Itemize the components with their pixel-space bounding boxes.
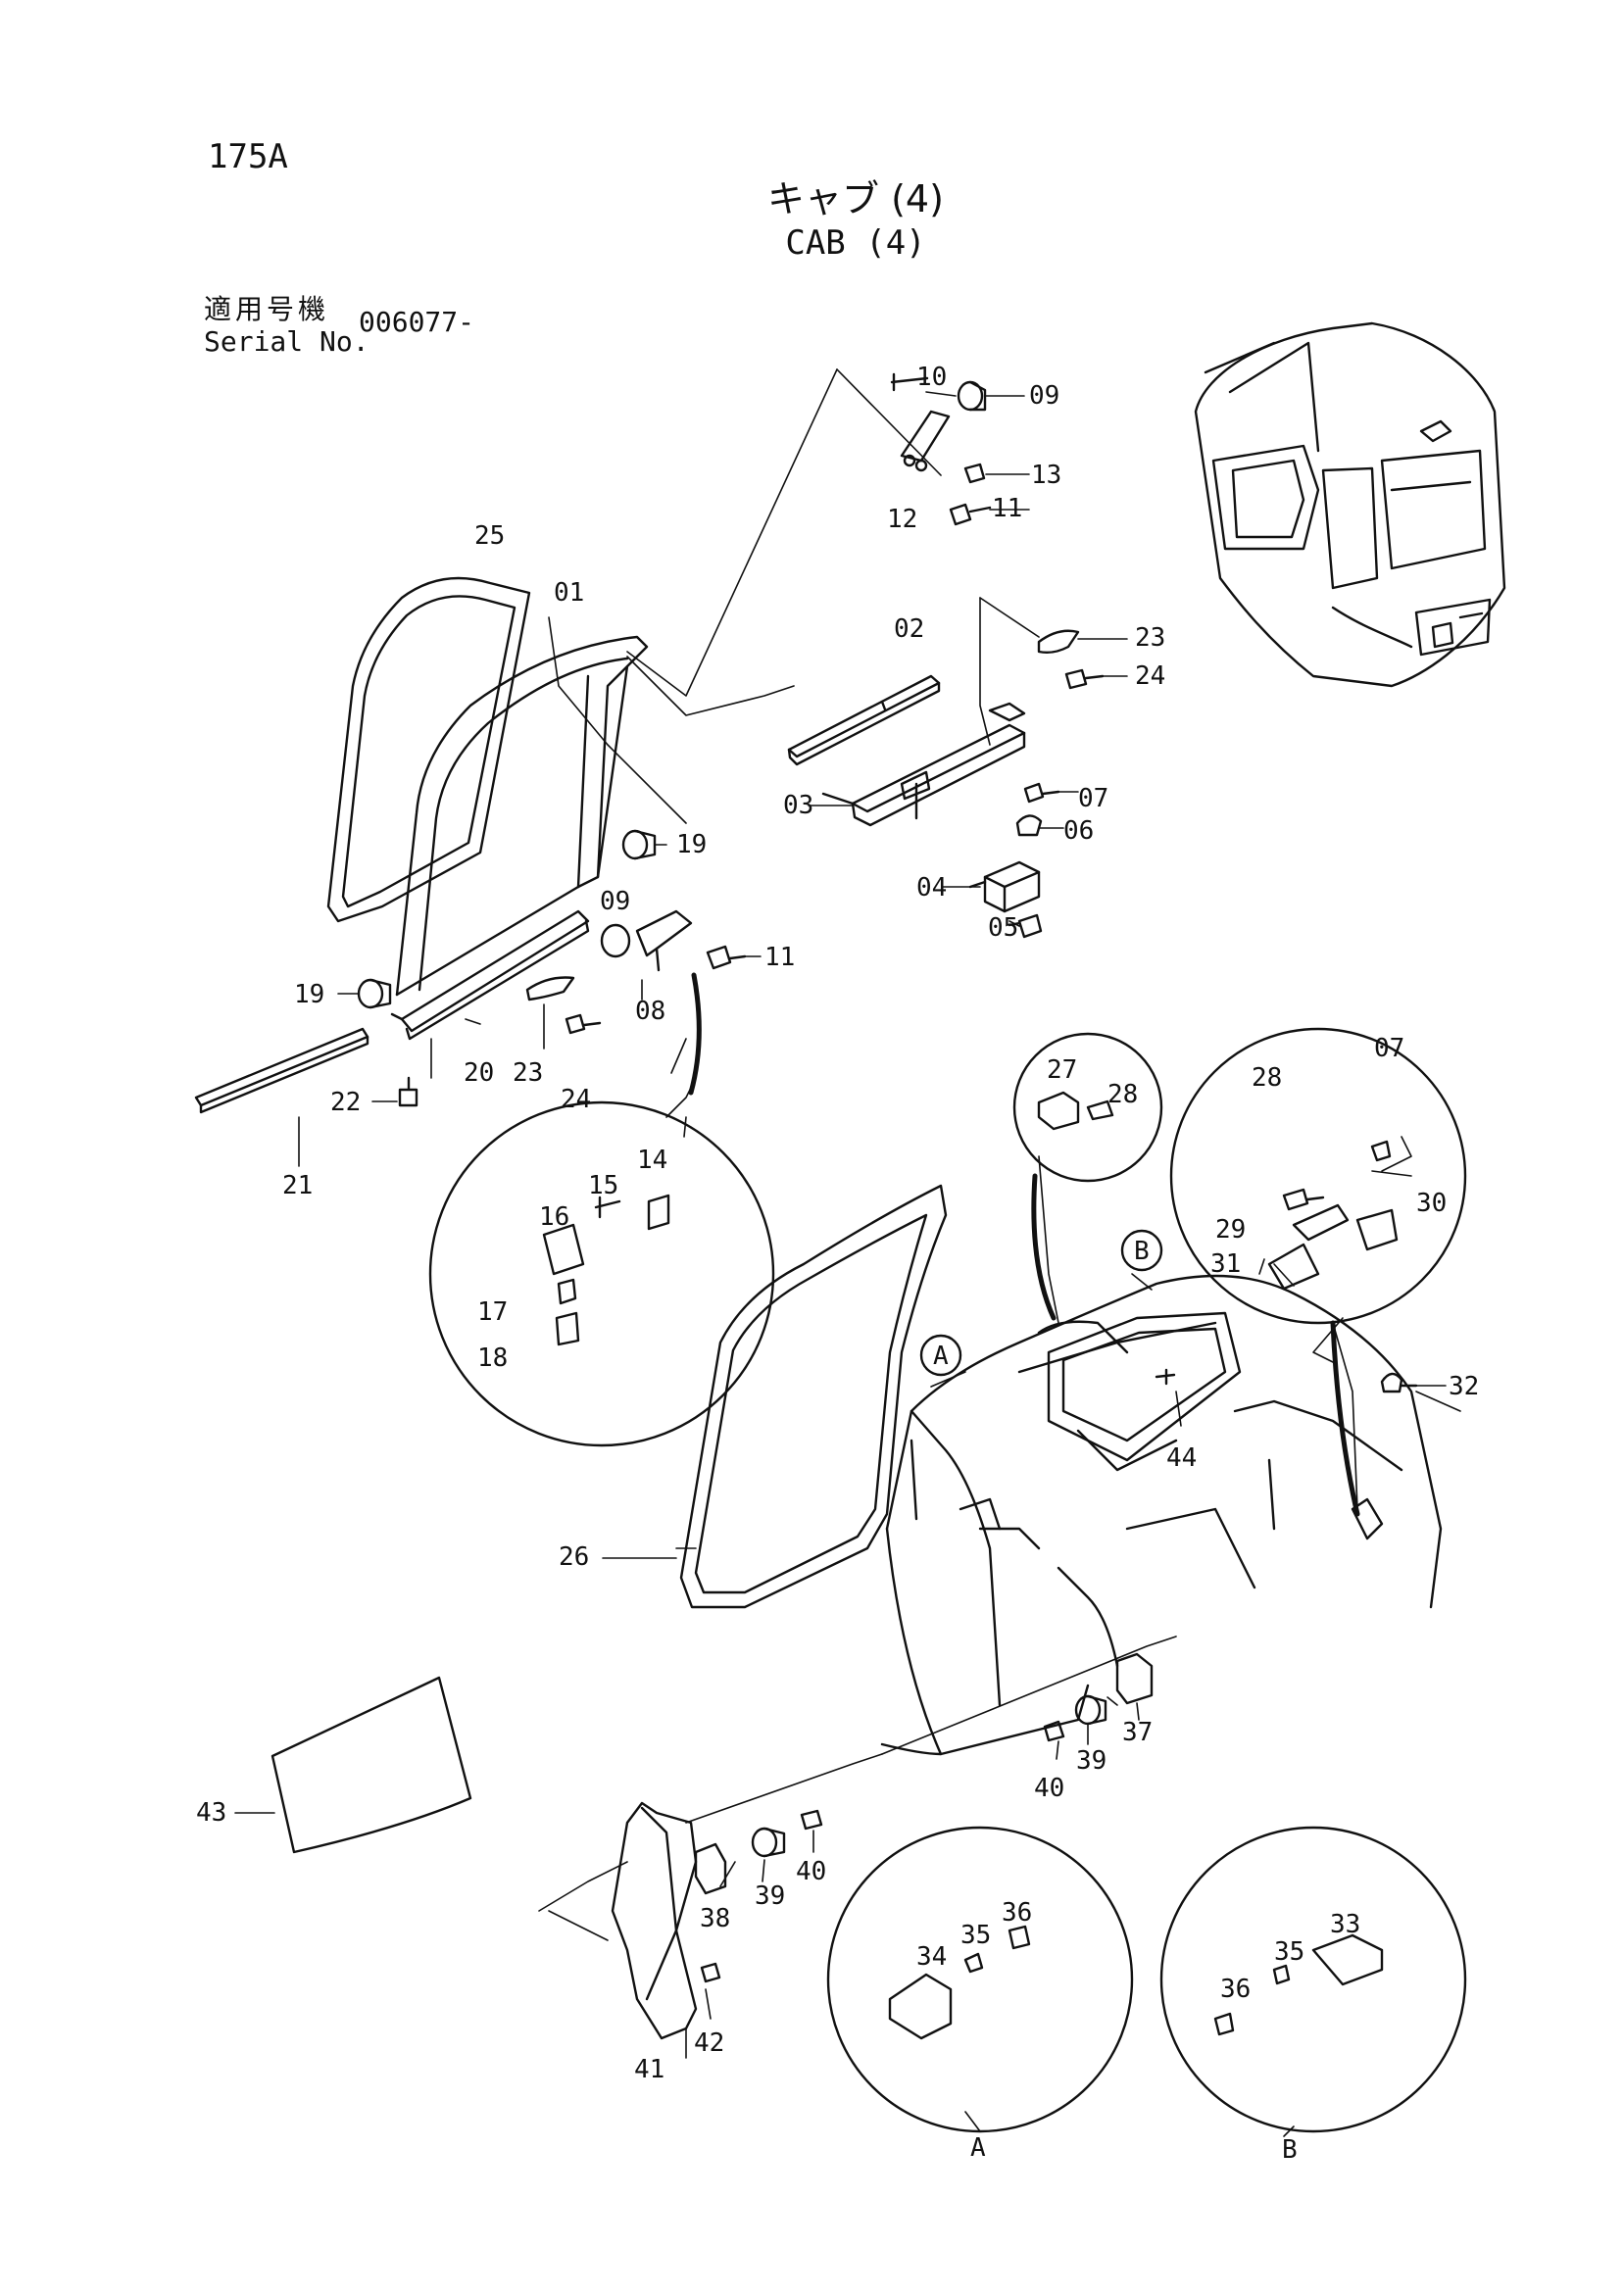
callout-34: 34: [916, 1942, 947, 1972]
door-weather-seal: [679, 1184, 948, 1609]
serial-value: 006077-: [359, 306, 475, 338]
window-glass-panel: [270, 1676, 472, 1854]
callout-33: 33: [1330, 1910, 1360, 1939]
detail-circle-pin-set: [428, 1100, 775, 1447]
callout-08: 08: [635, 997, 665, 1026]
callout-40-left: 40: [796, 1857, 826, 1886]
door-bottom-rail: [390, 909, 590, 1041]
callout-28-detail: 28: [1252, 1063, 1282, 1093]
callout-27: 27: [1047, 1055, 1077, 1085]
callout-12: 12: [887, 505, 917, 534]
detail-b-label: B: [1282, 2135, 1298, 2165]
callout-16: 16: [539, 1202, 569, 1232]
callout-35-b: 35: [1274, 1937, 1304, 1967]
callout-39-right: 39: [1076, 1746, 1107, 1776]
callout-09: 09: [1029, 381, 1059, 411]
callout-04: 04: [916, 873, 947, 903]
detail-marker-b-circle: [1120, 1229, 1163, 1272]
title-english: CAB (4): [785, 223, 926, 263]
callout-25: 25: [474, 521, 505, 551]
door-lower-strip: [194, 1027, 369, 1114]
callout-38: 38: [700, 1904, 730, 1933]
callout-39-left: 39: [755, 1881, 785, 1911]
callout-43: 43: [196, 1798, 226, 1828]
upper-slide-rail: [787, 674, 941, 766]
callout-30: 30: [1416, 1189, 1447, 1218]
callout-02: 02: [894, 614, 924, 644]
callout-42: 42: [694, 2028, 724, 2058]
part-callouts: 10 09 13 12 11 25 01 02 23 24 07 03 06 1…: [196, 363, 1479, 2165]
callout-11-lower: 11: [764, 943, 795, 972]
callout-15: 15: [588, 1171, 618, 1200]
detail-a-label: A: [970, 2133, 986, 2163]
callout-07: 07: [1078, 784, 1108, 813]
callout-21: 21: [282, 1171, 313, 1200]
callout-11: 11: [992, 494, 1022, 523]
callout-19-left: 19: [294, 980, 324, 1009]
slide-guide-assembly: [821, 702, 1026, 827]
callout-22: 22: [330, 1088, 361, 1117]
callout-17: 17: [477, 1297, 508, 1327]
callout-23-upper: 23: [1135, 623, 1165, 653]
callout-41: 41: [634, 2055, 664, 2084]
callout-32: 32: [1449, 1372, 1479, 1401]
callout-10: 10: [916, 363, 947, 392]
hardware-items: [357, 372, 1418, 1983]
callout-35-a: 35: [960, 1921, 991, 1950]
serial-label-english: Serial No.: [204, 325, 369, 358]
callout-19-right: 19: [676, 830, 707, 859]
callout-23-lower: 23: [513, 1058, 543, 1088]
callout-18: 18: [477, 1343, 508, 1373]
callout-07-detail: 07: [1374, 1034, 1404, 1063]
callout-20: 20: [464, 1058, 494, 1088]
marker-b-label: B: [1134, 1237, 1150, 1266]
callout-14: 14: [637, 1146, 667, 1175]
callout-40-right: 40: [1034, 1774, 1064, 1803]
cab-overview-illustration: [1194, 321, 1506, 688]
detail-circle-a: [826, 1826, 1134, 2133]
leader-lines: [234, 368, 1461, 2137]
door-glass-seal: [326, 576, 531, 923]
callout-36-a: 36: [1002, 1898, 1032, 1928]
callout-31: 31: [1210, 1249, 1241, 1279]
page-number: 175A: [208, 137, 288, 176]
detail-circle-hinge: [1012, 1032, 1163, 1183]
serial-label-japanese: 適用号機: [204, 293, 330, 325]
callout-13: 13: [1031, 461, 1061, 490]
callout-28: 28: [1107, 1080, 1138, 1109]
cab-pillar-cover: [611, 1801, 698, 2040]
callout-03: 03: [783, 791, 813, 820]
callout-26: 26: [559, 1542, 589, 1572]
callout-36-b: 36: [1220, 1975, 1251, 2004]
callout-01: 01: [554, 578, 584, 608]
detail-marker-a-circle: [919, 1334, 962, 1377]
curved-connectors: [688, 972, 1360, 1517]
detail-circle-latch-assembly: [1169, 1027, 1467, 1325]
callout-24-upper: 24: [1135, 661, 1165, 691]
callout-37: 37: [1122, 1718, 1153, 1747]
detail-circle-b: [1159, 1826, 1467, 2133]
callout-09-lower: 09: [600, 887, 630, 916]
callout-05: 05: [988, 913, 1018, 943]
callout-24-lower: 24: [561, 1085, 591, 1114]
cab-body: [880, 1274, 1443, 1756]
marker-a-label: A: [933, 1342, 949, 1371]
lock-block: [968, 860, 1041, 913]
door-frame: [395, 635, 649, 997]
title-japanese: キャブ (4): [767, 177, 944, 220]
callout-06: 06: [1063, 816, 1094, 846]
callout-29: 29: [1215, 1215, 1246, 1245]
callout-44: 44: [1166, 1443, 1197, 1473]
